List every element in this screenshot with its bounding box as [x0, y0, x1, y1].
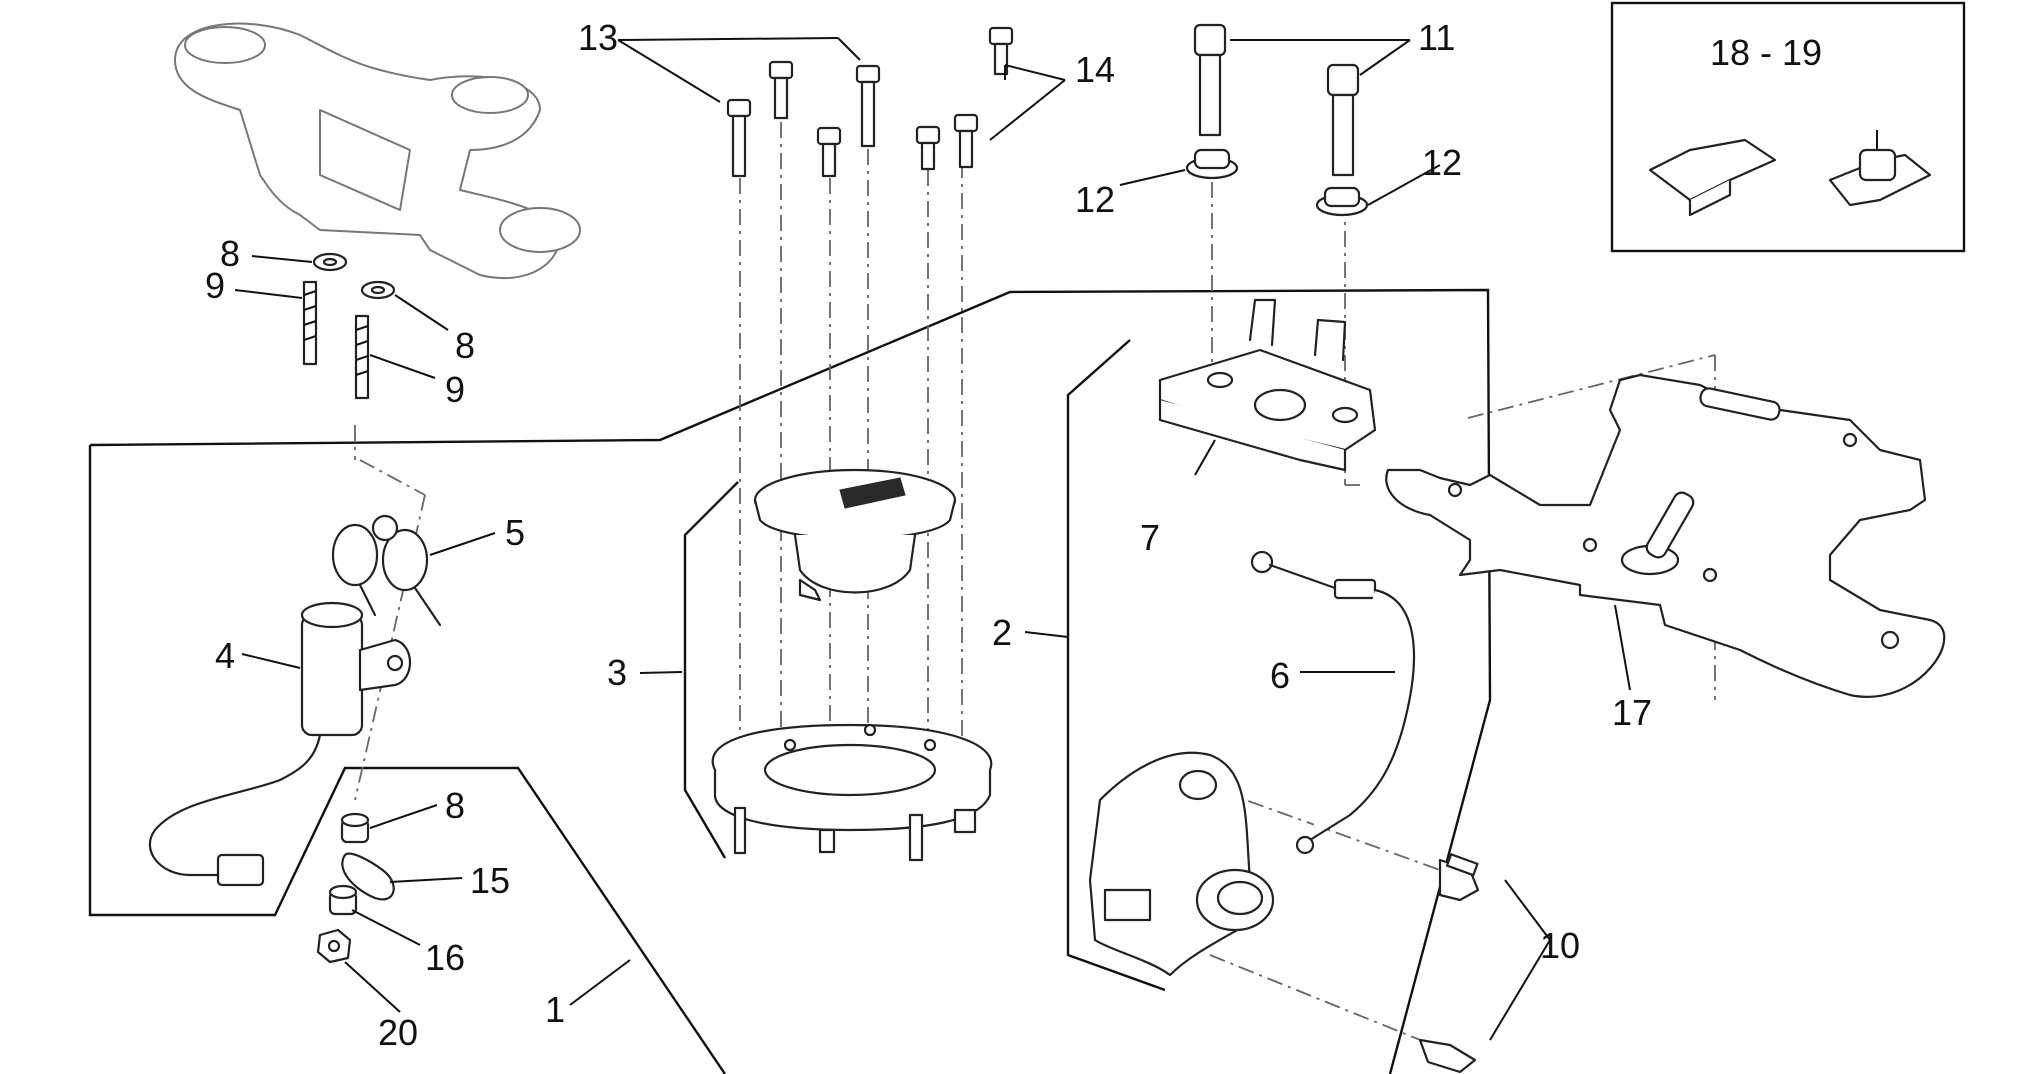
- support-bracket-17: [1385, 373, 1946, 698]
- callout-2: 2: [992, 612, 1012, 653]
- callout-7: 7: [1140, 517, 1160, 558]
- inset-clip-19: [1828, 130, 1932, 207]
- callout-11: 11: [1418, 17, 1455, 58]
- callout-9-upper-right: 9: [445, 369, 465, 410]
- screw-13-d: [816, 126, 842, 178]
- fuel-cap-3: [753, 468, 957, 602]
- callout-17: 17: [1612, 692, 1652, 733]
- screw-14-b: [953, 113, 979, 169]
- stud-9-left: [302, 280, 318, 366]
- callout-13: 13: [578, 17, 618, 58]
- group-outline-left: [88, 445, 726, 1074]
- screw-13-a: [726, 98, 752, 178]
- callout-12-left: 12: [1075, 179, 1115, 220]
- callout-labels: 13 14 11 12 12 18 - 19 8 9 8 9 5 4 7 2 3…: [205, 17, 1822, 1053]
- washer-8-right: [360, 280, 396, 300]
- screw-14-c: [988, 26, 1014, 76]
- screw-13-b: [768, 60, 794, 120]
- callout-9-upper-left: 9: [205, 265, 225, 306]
- callout-4: 4: [215, 635, 235, 676]
- washer-8-left: [312, 252, 348, 272]
- callout-15: 15: [470, 860, 510, 901]
- callout-8-upper-left: 8: [220, 233, 240, 274]
- bolt-11-right: [1326, 63, 1360, 177]
- group-outline-1: [89, 288, 1492, 1074]
- callout-6: 6: [1270, 655, 1290, 696]
- bolt-11-left: [1193, 23, 1227, 137]
- group-outline-2: [1066, 339, 1166, 992]
- group-outline-3: [683, 481, 739, 859]
- callout-8-upper-right: 8: [455, 325, 475, 366]
- callout-12-right: 12: [1422, 142, 1462, 183]
- callout-10: 10: [1540, 925, 1580, 966]
- callout-20: 20: [378, 1012, 418, 1053]
- ignition-keys-5: [331, 514, 442, 627]
- lock-body-2: [1088, 751, 1275, 977]
- screw-14-a: [915, 125, 941, 171]
- fuel-cap-ring: [711, 723, 993, 862]
- callout-16: 16: [425, 937, 465, 978]
- stud-9-right: [354, 314, 370, 400]
- bracket-7: [1158, 298, 1377, 472]
- callout-1: 1: [545, 989, 565, 1030]
- callout-3: 3: [607, 652, 627, 693]
- clip-15: [341, 852, 395, 901]
- screw-13-c: [855, 64, 881, 148]
- inset-box-18-19: [1610, 1, 1966, 253]
- alignment-lines: [354, 118, 1716, 1049]
- callout-14: 14: [1075, 49, 1115, 90]
- washer-12-left: [1185, 148, 1239, 180]
- washer-12-right: [1315, 186, 1369, 217]
- ignition-switch-4: [148, 601, 411, 887]
- cable-6: [1250, 550, 1416, 855]
- upper-triple-clamp: [174, 22, 581, 280]
- bolt-10-lower: [1418, 1038, 1477, 1074]
- callout-5: 5: [505, 512, 525, 553]
- nut-16: [328, 884, 358, 916]
- nut-20: [316, 928, 352, 964]
- bushing-8: [340, 812, 370, 844]
- screws-13-14: [726, 26, 1014, 178]
- leader-lines: [234, 37, 1631, 1041]
- callout-8-lower: 8: [445, 785, 465, 826]
- bolt-10-upper: [1438, 853, 1480, 902]
- inset-clip-18: [1648, 138, 1777, 217]
- inset-label-18-19: 18 - 19: [1710, 32, 1822, 73]
